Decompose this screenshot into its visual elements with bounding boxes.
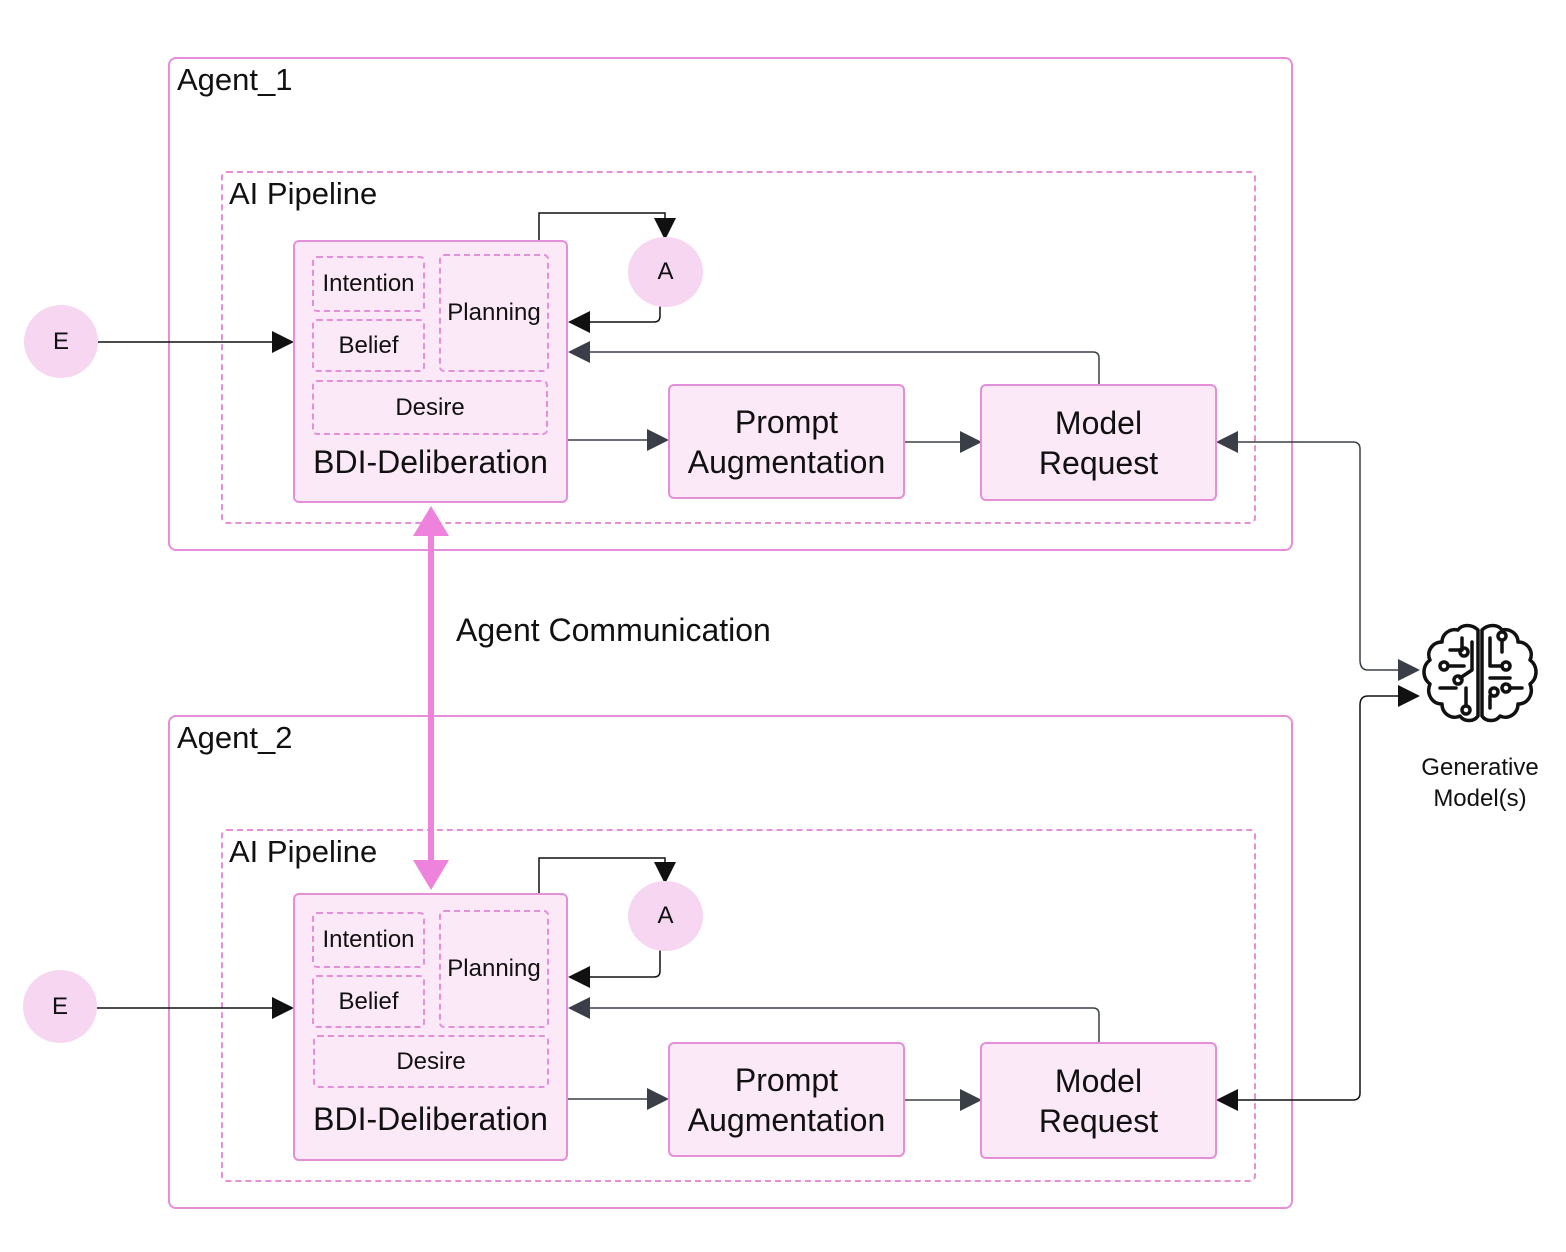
desire-box-2: Desire [313, 1035, 549, 1088]
agent-communication-arrowhead-down [413, 860, 449, 890]
agent-2-container [168, 715, 1293, 1209]
intention-box-1: Intention [312, 256, 425, 312]
model-request-box-1: Model Request [980, 384, 1217, 501]
desire-box-1: Desire [312, 380, 548, 435]
model-request-line1-2: Model [1054, 1062, 1143, 1099]
agent-2-pipeline [221, 829, 1256, 1182]
model-request-line2-2: Request [1038, 1102, 1159, 1139]
planning-box-2: Planning [439, 910, 549, 1028]
prompt-augmentation-line2-2: Augmentation [687, 1101, 886, 1138]
agent-communication-label: Agent Communication [456, 612, 771, 648]
generative-model-line2: Model(s) [1433, 785, 1527, 812]
prompt-augmentation-box-2: Prompt Augmentation [668, 1042, 905, 1157]
prompt-augmentation-line1-2: Prompt [734, 1061, 839, 1098]
model-link-2-out [1359, 685, 1420, 707]
model-feedback-arrow-2 [568, 997, 1100, 1042]
intention-box-2: Intention [312, 912, 425, 968]
bdi-deliberation-label-2: BDI-Deliberation [313, 1100, 548, 1137]
action-node-1: A [628, 237, 703, 307]
model-link-1-out [1359, 659, 1420, 681]
prompt-augmentation-box-1: Prompt Augmentation [668, 384, 905, 499]
agent-1-title: Agent_1 [177, 62, 293, 97]
generative-model-label: Generative Model(s) [1400, 752, 1560, 814]
model-feedback-arrow-1 [568, 341, 1100, 384]
model-link-1-in [1216, 431, 1361, 660]
agent-1-pipeline-title: AI Pipeline [229, 176, 378, 211]
planning-box-1: Planning [439, 254, 549, 372]
agent-1-pipeline [221, 171, 1256, 524]
brain-circuit-icon [1422, 623, 1538, 723]
action-return-arrow-2 [568, 950, 661, 988]
bdi-deliberation-label-1: BDI-Deliberation [313, 443, 548, 480]
action-node-2: A [628, 881, 703, 951]
model-request-line1-1: Model [1054, 404, 1143, 441]
event-node-1: E [24, 305, 98, 378]
generative-model-line1: Generative [1421, 754, 1539, 781]
agent-2-pipeline-title: AI Pipeline [229, 834, 378, 869]
model-request-box-2: Model Request [980, 1042, 1217, 1159]
prompt-augmentation-line2-1: Augmentation [687, 443, 886, 480]
action-out-arrow-2 [538, 857, 676, 893]
belief-box-1: Belief [312, 319, 425, 372]
model-link-2-in [1216, 705, 1361, 1111]
action-out-arrow-1 [538, 212, 676, 240]
prompt-augmentation-line1-1: Prompt [734, 403, 839, 440]
agent-communication-arrowhead-up [413, 506, 449, 536]
event-node-2: E [23, 970, 97, 1043]
model-request-line2-1: Request [1038, 444, 1159, 481]
agent-2-title: Agent_2 [177, 720, 293, 755]
action-return-arrow-1 [568, 306, 661, 333]
agent-1-container [168, 57, 1293, 551]
belief-box-2: Belief [312, 975, 425, 1028]
